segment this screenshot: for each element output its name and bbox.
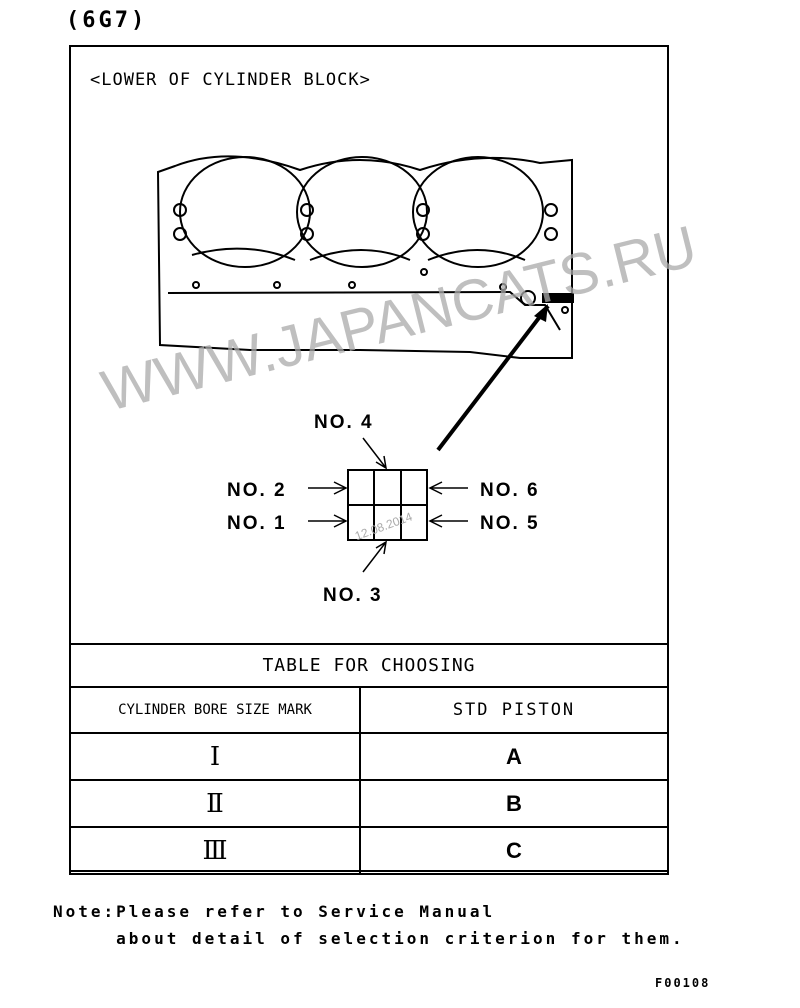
table-title: TABLE FOR CHOOSING bbox=[69, 643, 669, 688]
column-header-std-piston: STD PISTON bbox=[359, 686, 669, 734]
bore-mark: Ⅱ bbox=[69, 779, 361, 828]
label-no5: NO. 5 bbox=[480, 513, 540, 534]
pointer-arrow bbox=[436, 304, 550, 452]
label-no4: NO. 4 bbox=[314, 412, 374, 433]
cylinder-block-drawing bbox=[156, 155, 574, 573]
diagram-subtitle: <LOWER OF CYLINDER BLOCK> bbox=[90, 70, 371, 90]
label-no1: NO. 1 bbox=[227, 513, 287, 534]
bore-mark-location bbox=[542, 293, 574, 303]
figure-code: F00108 bbox=[655, 976, 711, 990]
bore-mark: Ⅲ bbox=[69, 826, 361, 875]
label-no2: NO. 2 bbox=[227, 480, 287, 501]
note: Note:Please refer to Service Manual abou… bbox=[53, 898, 685, 952]
bolt-holes bbox=[173, 203, 569, 314]
piston-grade: C bbox=[359, 826, 669, 875]
piston-selection-table: TABLE FOR CHOOSING CYLINDER BORE SIZE MA… bbox=[69, 643, 669, 875]
label-arrows bbox=[308, 437, 468, 573]
label-no3: NO. 3 bbox=[323, 585, 383, 606]
engine-code: (6G7) bbox=[66, 8, 148, 33]
column-header-bore-mark: CYLINDER BORE SIZE MARK bbox=[69, 686, 361, 734]
note-line-1: Note:Please refer to Service Manual bbox=[53, 902, 496, 921]
piston-grade: B bbox=[359, 779, 669, 828]
note-line-2: about detail of selection criterion for … bbox=[53, 929, 685, 948]
piston-grade: A bbox=[359, 732, 669, 781]
bore-mark: Ⅰ bbox=[69, 732, 361, 781]
label-no6: NO. 6 bbox=[480, 480, 540, 501]
mark-grid bbox=[347, 469, 428, 541]
